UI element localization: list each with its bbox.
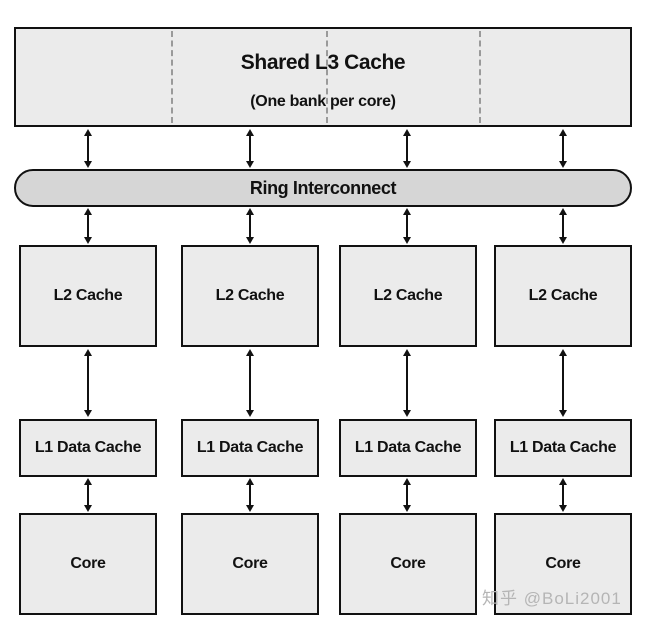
l3-bank-divider [326,31,328,123]
l2-cache-box-3: L2 Cache [339,245,477,347]
ring-interconnect: Ring Interconnect [14,169,632,207]
arrow-ring-l2-col3 [400,208,414,244]
arrow-l2-l1-col3 [400,349,414,417]
arrow-ring-l2-col4 [556,208,570,244]
l1-data-cache-box-2: L1 Data Cache [181,419,319,477]
arrow-l3-ring-col2 [243,129,257,168]
l3-bank-divider [171,31,173,123]
arrow-ring-l2-col2 [243,208,257,244]
arrow-l1-core-col1 [81,478,95,512]
l2-cache-box-1: L2 Cache [19,245,157,347]
l1-data-cache-box-1: L1 Data Cache [19,419,157,477]
arrow-l1-core-col4 [556,478,570,512]
l3-cache-box: Shared L3 Cache (One bank per core) [14,27,632,127]
l3-cache-subtitle: (One bank per core) [250,93,396,110]
l1-data-cache-box-4: L1 Data Cache [494,419,632,477]
l3-cache-title: Shared L3 Cache [240,51,406,74]
arrow-l3-ring-col1 [81,129,95,168]
core-box-3: Core [339,513,477,615]
l3-bank-divider [479,31,481,123]
arrow-l3-ring-col4 [556,129,570,168]
arrow-l3-ring-col3 [400,129,414,168]
arrow-l2-l1-col4 [556,349,570,417]
arrow-ring-l2-col1 [81,208,95,244]
core-box-4: Core [494,513,632,615]
arrow-l1-core-col2 [243,478,257,512]
core-box-1: Core [19,513,157,615]
arrow-l2-l1-col1 [81,349,95,417]
l2-cache-box-4: L2 Cache [494,245,632,347]
zhihu-watermark: 知乎 @BoLi2001 [482,589,622,608]
l2-cache-box-2: L2 Cache [181,245,319,347]
arrow-l2-l1-col2 [243,349,257,417]
l1-data-cache-box-3: L1 Data Cache [339,419,477,477]
core-box-2: Core [181,513,319,615]
arrow-l1-core-col3 [400,478,414,512]
